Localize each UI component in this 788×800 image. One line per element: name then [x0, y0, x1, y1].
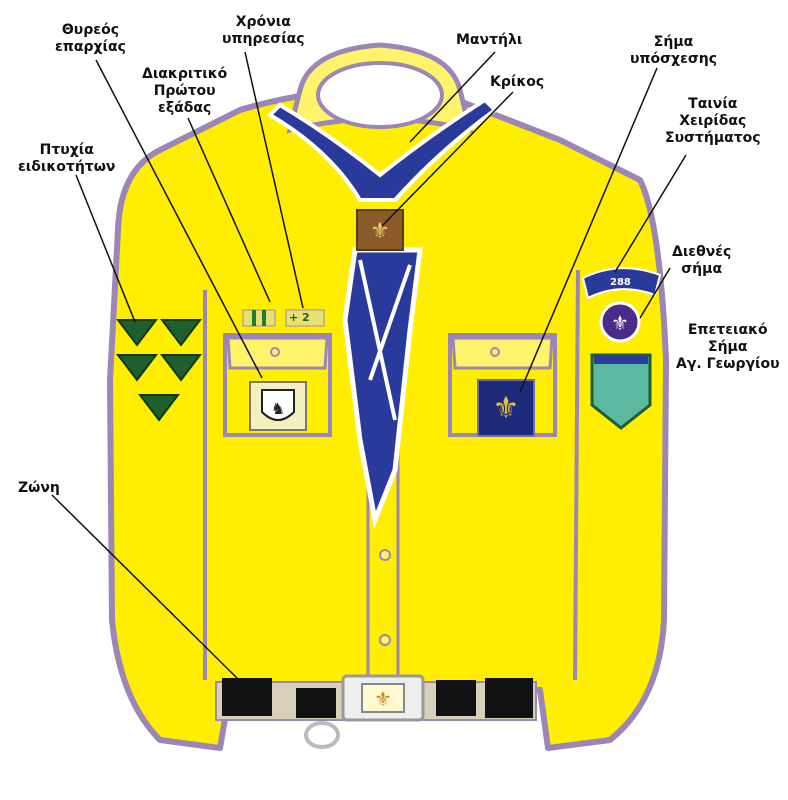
proficiency-badge	[137, 394, 181, 422]
belt-buckle-inner	[361, 683, 405, 713]
deer-icon: ♞	[271, 399, 285, 418]
proficiency-badges	[115, 319, 203, 422]
belt-section-hidden	[222, 678, 272, 716]
woggle	[356, 209, 404, 251]
troop-number: 288	[610, 277, 631, 288]
right-pocket-flap	[451, 336, 554, 370]
promise-fleur-icon: ⚜	[493, 391, 520, 426]
scarf-fold	[358, 259, 412, 421]
pocket-button	[490, 347, 500, 357]
label-woggle: Κρίκος	[490, 74, 545, 90]
pocket-button	[270, 347, 280, 357]
first-six-stripe	[252, 310, 256, 326]
proficiency-badge	[115, 354, 159, 382]
region-crest-shield	[261, 389, 295, 421]
anniversary-badge-banner	[594, 356, 648, 364]
shirt-button	[379, 634, 391, 646]
label-scarf: Μαντήλι	[456, 32, 523, 48]
belt-section-hidden	[485, 678, 533, 718]
proficiency-badge	[159, 354, 203, 382]
belt-section-hidden	[296, 688, 336, 718]
woggle-fleur-icon: ⚜	[370, 219, 390, 244]
world-fleur-icon: ⚜	[611, 311, 629, 335]
promise-badge	[477, 379, 535, 437]
scarf-tails	[342, 247, 423, 529]
buckle-fleur-icon: ⚜	[374, 687, 392, 711]
service-years-value: + 2	[289, 311, 310, 324]
scarf-collar-band	[266, 97, 499, 202]
first-six-insignia	[242, 309, 276, 327]
world-badge	[599, 301, 641, 343]
belt-section-hidden	[436, 680, 476, 716]
leader-lines	[51, 51, 687, 684]
anniversary-badge	[590, 353, 652, 430]
service-years-badge	[285, 309, 325, 327]
first-six-stripe	[262, 310, 266, 326]
belt-loop-ring	[304, 721, 340, 749]
collar-inner	[316, 61, 444, 129]
system-tape	[581, 267, 662, 300]
proficiency-badge	[159, 319, 203, 347]
left-pocket	[223, 333, 332, 437]
shirt-button	[379, 549, 391, 561]
right-sleeve-seam	[573, 269, 580, 681]
proficiency-badge	[115, 319, 159, 347]
label-belt: Ζώνη	[18, 480, 60, 496]
